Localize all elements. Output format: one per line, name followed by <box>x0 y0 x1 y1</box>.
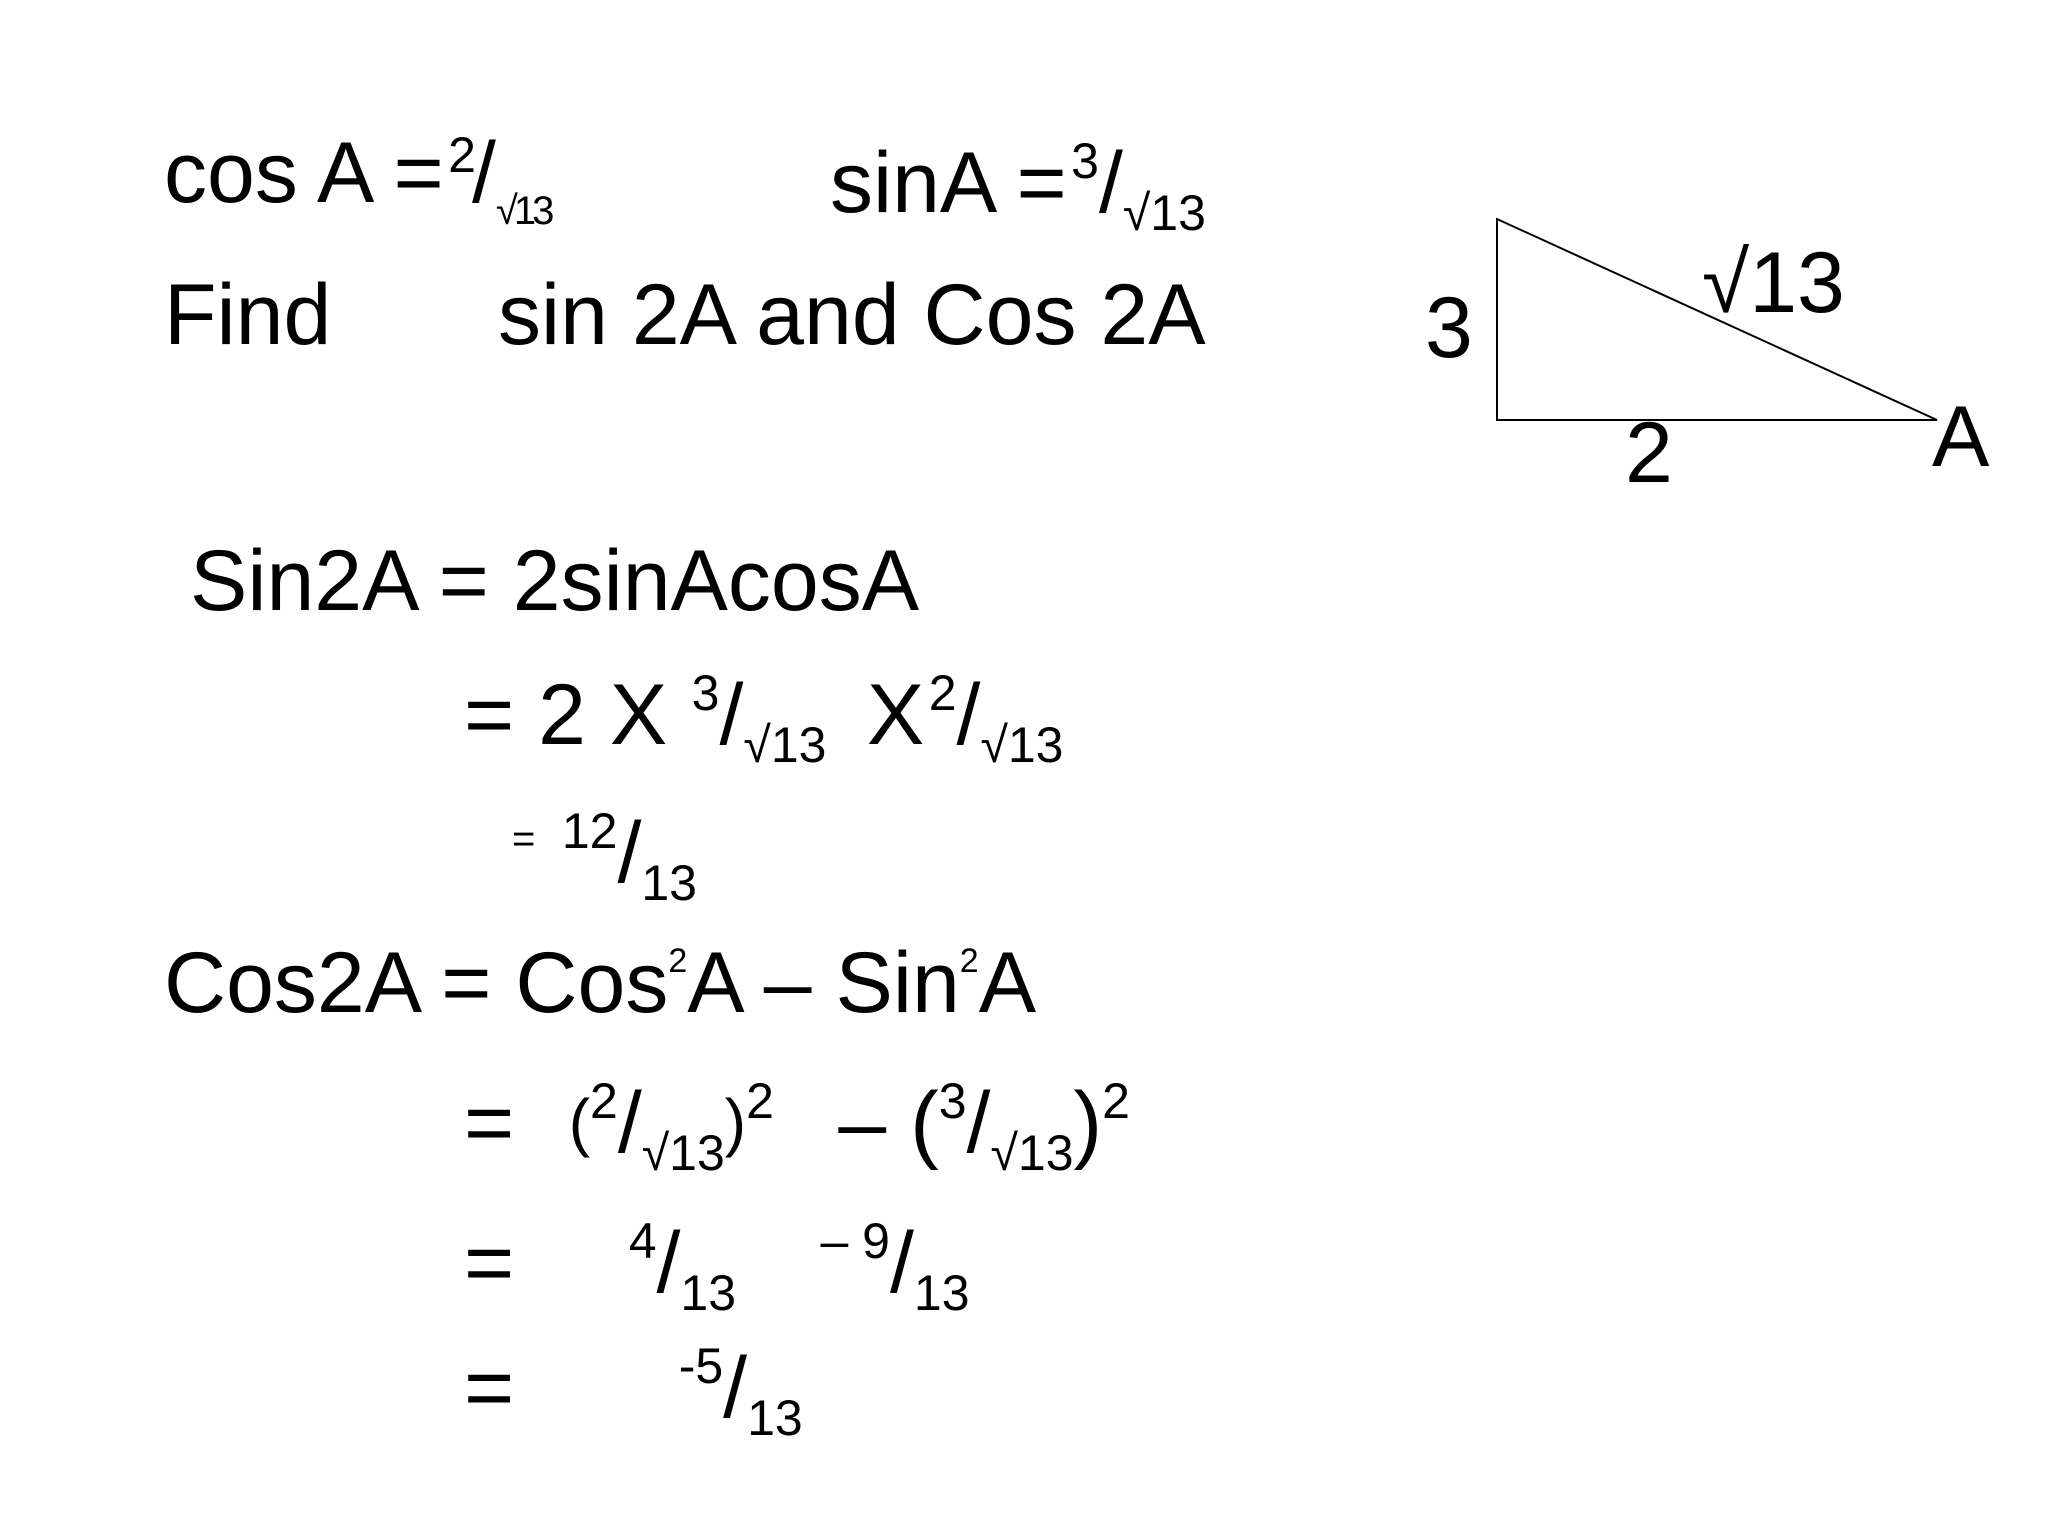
cos2a-result-numerator: -5 <box>678 1338 724 1394</box>
sin2a-prefix: = 2 X <box>464 667 668 763</box>
find-text: sin 2A and Cos 2A <box>498 267 1206 363</box>
triangle-side-vertical: 3 <box>1425 280 1473 376</box>
sin2a-times: X <box>866 667 925 763</box>
cos2a-substitution: = (2/√13)2 – (3/√13)2 <box>464 1076 1130 1178</box>
sin2a-numerator-2: 2 <box>928 665 957 721</box>
cos2a-mid: A – Sin <box>687 935 960 1031</box>
sin-label: sinA = <box>830 135 1067 231</box>
fraction-slash: / <box>656 1215 681 1311</box>
cos2a-l2-numerator-1: 2 <box>590 1073 618 1129</box>
cos2a-l4-equals: = <box>464 1340 515 1436</box>
cos2a-result: = -5/13 <box>464 1341 803 1443</box>
fraction-slash: / <box>956 667 981 763</box>
cos2a-l3-numerator-2: – 9 <box>820 1213 890 1269</box>
sin2a-result-denominator: 13 <box>641 855 697 911</box>
fraction-slash: / <box>617 805 642 901</box>
fraction-slash: / <box>617 1075 642 1171</box>
cos2a-square-1: 2 <box>668 942 688 980</box>
cos2a-squared-values: = 4/13 – 9/13 <box>464 1216 970 1318</box>
sin2a-equals: = <box>512 817 536 861</box>
fraction-slash: / <box>471 125 496 221</box>
triangle-hypotenuse: √13 <box>1702 235 1845 331</box>
sin-numerator: 3 <box>1071 133 1099 189</box>
fraction-slash: / <box>719 667 744 763</box>
cos2a-l2-minus: – ( <box>838 1075 939 1171</box>
fraction-slash: / <box>723 1340 748 1436</box>
close-paren: ) <box>1073 1075 1103 1171</box>
sin2a-denominator-1: √13 <box>743 717 827 773</box>
sin2a-substitution: = 2 X 3/√13 X 2/√13 <box>464 668 1064 770</box>
cos-numerator: 2 <box>448 127 476 183</box>
cos2a-result-denominator: 13 <box>747 1390 803 1446</box>
fraction-slash: / <box>1098 135 1123 231</box>
sin-given: sinA = 3/√13 <box>830 136 1206 238</box>
cos-label: cos A = <box>164 125 444 221</box>
sin-denominator: √13 <box>1122 185 1206 241</box>
cos2a-end: A <box>978 935 1037 1031</box>
cos-given: cos A = 2/√13 <box>164 127 554 231</box>
cos2a-l2-power-2: 2 <box>1102 1073 1130 1129</box>
cos2a-l2-numerator-2: 3 <box>938 1073 967 1129</box>
sin2a-numerator-1: 3 <box>691 665 720 721</box>
triangle-angle-label: A <box>1932 389 1990 485</box>
open-paren: ( <box>568 1086 590 1158</box>
triangle-side-base: 2 <box>1625 405 1673 501</box>
cos2a-l3-denominator-2: 13 <box>913 1265 970 1321</box>
cos2a-l2-power-1: 2 <box>746 1073 774 1129</box>
cos2a-lhs: Cos2A = Cos <box>164 935 669 1031</box>
sin2a-result-numerator: 12 <box>561 803 618 859</box>
sin2a-result: = 12/13 <box>512 806 697 908</box>
sin2a-identity: Sin2A = 2sinAcosA <box>190 533 920 629</box>
cos2a-l3-equals: = <box>464 1215 515 1311</box>
cos-denominator: √13 <box>495 189 554 233</box>
cos2a-square-2: 2 <box>959 942 979 980</box>
cos2a-l3-denominator-1: 13 <box>680 1265 737 1321</box>
sin2a-denominator-2: √13 <box>980 717 1064 773</box>
close-paren: ) <box>724 1086 747 1158</box>
cos2a-identity: Cos2A = Cos2A – Sin2A <box>164 940 1036 1026</box>
fraction-slash: / <box>890 1215 914 1311</box>
fraction-slash: / <box>966 1075 991 1171</box>
cos2a-l2-denominator-1: √13 <box>641 1125 725 1181</box>
cos2a-l2-equals: = <box>464 1075 515 1171</box>
find-label: Find <box>164 267 332 363</box>
cos2a-l3-numerator-1: 4 <box>628 1213 657 1269</box>
cos2a-l2-denominator-2: √13 <box>990 1125 1074 1181</box>
